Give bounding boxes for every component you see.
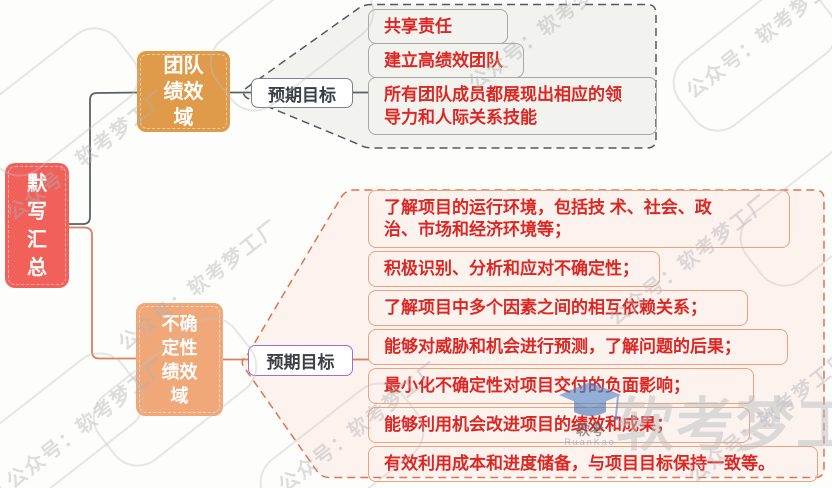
team-goal-node[interactable]: 预期目标 [251, 78, 353, 108]
uncertainty-item[interactable]: 了解项目的运行环境，包括技 术、社会、政 治、市场和经济环境等； [368, 190, 790, 248]
root-node-label: 默写汇总 [27, 172, 47, 279]
team-item[interactable]: 建立高绩效团队 [368, 43, 524, 78]
team-item[interactable]: 共享责任 [368, 9, 508, 44]
team-branch-node[interactable]: 团队绩效域 [137, 51, 230, 132]
uncertainty-goal-node[interactable]: 预期目标 [248, 345, 353, 376]
root-node[interactable]: 默写汇总 [5, 163, 69, 288]
uncertainty-item[interactable]: 积极识别、分析和应对不确定性； [368, 251, 660, 287]
uncertainty-branch-node[interactable]: 不确定性绩效域 [136, 303, 223, 416]
team-items-list: 共享责任 建立高绩效团队 所有团队成员都展现出相应的领 导力和人际关系技能 [368, 9, 657, 135]
uncertainty-item[interactable]: 最小化不确定性对项目交付的负面影响； [368, 368, 754, 404]
uncertainty-item[interactable]: 了解项目中多个因素之间的相互依赖关系； [368, 290, 748, 326]
uncertainty-items-list: 了解项目的运行环境，包括技 术、社会、政 治、市场和经济环境等； 积极识别、分析… [368, 190, 818, 482]
team-branch-label: 团队绩效域 [163, 54, 204, 129]
connector-root-team [69, 91, 138, 225]
connector-root-uncertainty [69, 226, 136, 360]
uncertainty-item[interactable]: 有效利用成本和进度储备，与项目目标保持一致等。 [368, 446, 818, 482]
team-item[interactable]: 所有团队成员都展现出相应的领 导力和人际关系技能 [368, 77, 657, 135]
uncertainty-callout-shape [241, 189, 825, 479]
uncertainty-branch-label: 不确定性绩效域 [161, 313, 198, 406]
team-goal-label: 预期目标 [268, 85, 336, 105]
team-callout-shape [242, 3, 657, 149]
uncertainty-item[interactable]: 能够利用机会改进项目的绩效和成果； [368, 407, 750, 443]
uncertainty-item[interactable]: 能够对威胁和机会进行预测，了解问题的后果； [368, 329, 788, 365]
uncertainty-goal-label: 预期目标 [266, 353, 335, 372]
